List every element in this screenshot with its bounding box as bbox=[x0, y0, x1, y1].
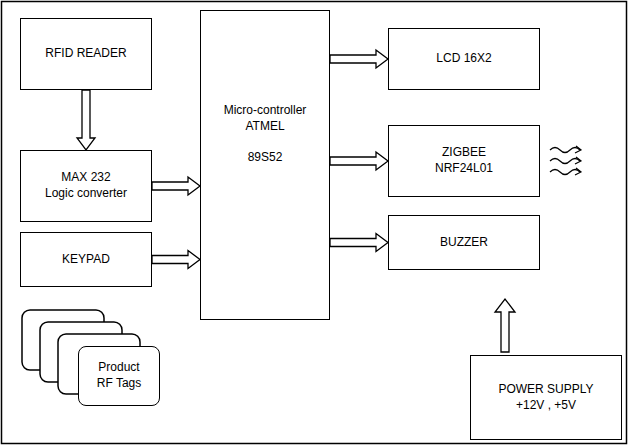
block-label: LCD 16X2 bbox=[436, 51, 491, 67]
block-box: RFID READER bbox=[20, 18, 152, 90]
block-arrow bbox=[330, 152, 388, 170]
block-label: 89S52 bbox=[248, 150, 283, 166]
block-box: Micro-controller ATMEL 89S52 bbox=[200, 10, 330, 320]
block-box: MAX 232 Logic converter bbox=[20, 150, 152, 222]
power-arrow bbox=[495, 299, 515, 352]
block-box: POWER SUPPLY +12V , +5V bbox=[470, 355, 622, 440]
block-label: MAX 232 Logic converter bbox=[36, 170, 136, 201]
block-arrow bbox=[77, 90, 95, 150]
block-box: KEYPAD bbox=[20, 232, 152, 287]
block-label: ZIGBEE NRF24L01 bbox=[428, 145, 500, 176]
wireless-waves bbox=[550, 146, 581, 175]
block-arrow bbox=[152, 251, 200, 269]
block-box: LCD 16X2 bbox=[388, 28, 540, 90]
block-arrow bbox=[330, 50, 388, 68]
block-label: BUZZER bbox=[440, 235, 488, 251]
block-label: Micro-controller ATMEL bbox=[215, 103, 315, 134]
block-box: BUZZER bbox=[388, 215, 540, 270]
block-label: Product RF Tags bbox=[89, 360, 149, 391]
block-arrow bbox=[152, 177, 200, 195]
block-label: POWER SUPPLY +12V , +5V bbox=[496, 382, 596, 413]
block-label: KEYPAD bbox=[62, 252, 110, 268]
block-box: ZIGBEE NRF24L01 bbox=[388, 125, 540, 197]
block-arrow bbox=[330, 234, 388, 252]
block-label: RFID READER bbox=[45, 46, 126, 62]
block-box: Product RF Tags bbox=[78, 346, 160, 406]
